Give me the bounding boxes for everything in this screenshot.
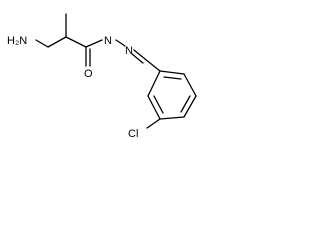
bond-amine-ch2	[35, 39, 49, 48]
nitrogen-1-label: N	[104, 35, 112, 47]
bond-n2-ch-double-b	[131, 53, 144, 64]
ring-bond-1	[159, 70, 185, 75]
ring-bond-3	[183, 95, 197, 118]
chemical-structure-diagram: H₂N O N N Cl	[7, 13, 197, 140]
bond-ch2-ch	[47, 36, 67, 48]
carbonyl-oxygen-label: O	[84, 68, 93, 80]
chlorine-label: Cl	[128, 128, 138, 140]
ring-bond-6	[147, 70, 161, 97]
ring-bond-4	[159, 116, 185, 120]
ring-inner-bond-2	[180, 95, 191, 113]
bond-n2-ch-double-a	[133, 49, 146, 60]
ring-bond-5	[147, 95, 161, 120]
ring-bond-2	[183, 73, 197, 97]
amine-label: H₂N	[7, 35, 27, 47]
bond-ch-carbonyl-carbon	[65, 36, 87, 48]
bond-ring-chlorine	[146, 118, 161, 129]
bond-carbonyl-carbon-n1	[85, 39, 103, 48]
bond-ch-ring	[144, 58, 161, 72]
ring-inner-bond-3	[153, 95, 164, 114]
ring-inner-bond-1	[163, 76, 182, 80]
nitrogen-2-label: N	[125, 45, 133, 57]
bond-n1-n2	[115, 39, 126, 47]
